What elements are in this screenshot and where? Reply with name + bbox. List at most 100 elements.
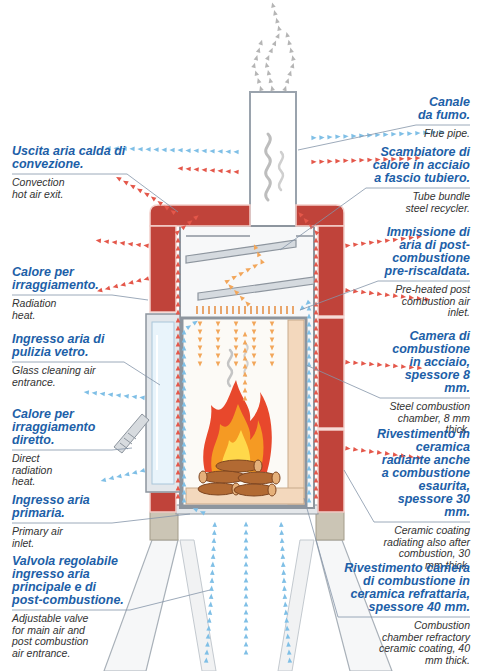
part-label-translation: Adjustable valve for main air and post c… (12, 613, 102, 659)
leader-line (12, 362, 160, 385)
flow-arrow (182, 457, 187, 462)
flow-arrow (176, 317, 181, 322)
flow-arrow (244, 529, 249, 534)
leader-lines (12, 125, 470, 617)
flow-arrow (314, 445, 319, 450)
flow-arrow (345, 243, 351, 248)
flow-arrow (290, 55, 296, 61)
flow-arrow (216, 337, 221, 342)
flow-arrow (185, 166, 190, 171)
flow-arrow (176, 293, 181, 298)
flow-arrow (108, 476, 114, 482)
flow-arrow (176, 389, 181, 394)
flow-arrow (268, 47, 274, 54)
flow-arrow (176, 381, 181, 386)
flow-arrow (176, 253, 181, 258)
cladding-tile (318, 430, 344, 512)
flow-arrow (345, 360, 351, 365)
flow-arrow (107, 392, 113, 397)
flow-arrow (234, 361, 239, 366)
flow-arrow (284, 617, 289, 623)
leader-line (12, 590, 210, 610)
leader-line (344, 470, 470, 522)
flow-arrow (104, 286, 110, 292)
flow-arrow (176, 485, 181, 490)
flow-arrow (245, 266, 252, 273)
flow-arrow (314, 437, 319, 442)
flow-arrow (407, 131, 412, 136)
flow-arrow (282, 585, 287, 590)
flow-arrow (182, 385, 187, 390)
flow-arrow (176, 357, 181, 362)
flame-outer (203, 380, 272, 472)
flow-arrow (112, 284, 118, 290)
flow-arrow (243, 339, 248, 344)
flow-arrow (216, 321, 221, 326)
refractory-wall (288, 320, 304, 504)
flow-arrow (103, 239, 109, 244)
flow-arrow (127, 241, 133, 246)
part-label-translation: Glass cleaning air entrance. (12, 365, 104, 388)
flow-arrow (252, 321, 257, 326)
door-handle (114, 414, 149, 453)
flow-arrow (254, 54, 260, 60)
flow-arrow (307, 457, 312, 462)
flow-arrow (182, 481, 187, 486)
flow-arrow (176, 261, 181, 266)
flow-arrow (415, 131, 420, 136)
flow-arrow (182, 473, 187, 478)
flow-arrow (345, 446, 351, 451)
flow-arrow (431, 130, 436, 135)
flow-arrow (359, 158, 364, 163)
flow-arrow (307, 433, 312, 438)
part-label: Calore per irraggiamento diretto. (12, 408, 112, 447)
flow-arrow (176, 245, 181, 250)
flow-arrow (176, 269, 181, 274)
flow-arrow (176, 445, 181, 450)
leader-line (12, 295, 148, 300)
flow-arrow (287, 70, 293, 76)
stove-back-leg (180, 540, 216, 671)
flow-arrow (343, 134, 348, 139)
flow-arrow (115, 393, 121, 398)
flow-arrow (176, 469, 181, 474)
flow-arrow (423, 130, 428, 135)
flow-arrow (327, 159, 332, 164)
flow-arrow (211, 546, 216, 551)
flow-arrow (307, 321, 312, 326)
flow-arrow (208, 609, 213, 615)
flow-arrow (314, 453, 319, 458)
flow-arrow (231, 274, 238, 281)
flow-arrow (182, 489, 187, 494)
flow-arrow (244, 545, 249, 550)
handle-rib (120, 443, 128, 449)
flow-arrow (258, 39, 264, 45)
flow-arrow (143, 243, 149, 248)
handle-rib (124, 438, 132, 444)
flow-arrow (307, 337, 312, 342)
flow-arrow (307, 497, 312, 502)
heat-exchanger-plate (198, 277, 314, 300)
flow-arrow (385, 238, 391, 243)
flow-arrow (314, 405, 319, 410)
flow-arrow (375, 157, 380, 162)
flow-arrow (314, 461, 319, 466)
flow-arrow (314, 277, 319, 282)
flow-arrow (307, 425, 312, 430)
flow-arrow (307, 473, 312, 478)
flow-arrow (187, 218, 194, 225)
flow-arrow (244, 577, 249, 582)
flow-arrow (361, 290, 367, 295)
flow-arrow (417, 366, 423, 371)
flow-arrow (244, 617, 249, 622)
flow-arrow (224, 278, 231, 285)
flow-arrow (252, 337, 257, 342)
flow-arrow (238, 270, 245, 277)
flow-arrow (243, 371, 248, 376)
flow-arrow (425, 297, 431, 302)
flow-arrow (192, 319, 199, 326)
flow-arrow (198, 361, 203, 366)
flow-arrow (276, 25, 282, 31)
flow-arrow (359, 133, 364, 138)
